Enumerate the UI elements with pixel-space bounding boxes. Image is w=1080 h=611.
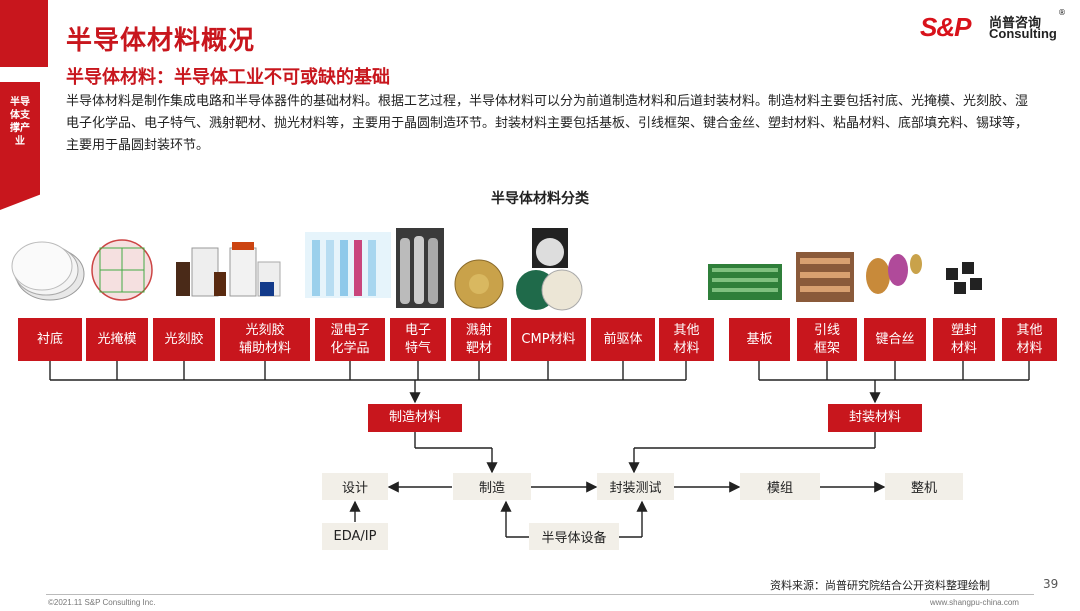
flow-module: 模组	[740, 473, 820, 500]
page-number: 39	[1043, 577, 1059, 591]
material-photomask: 光掩模	[86, 318, 148, 361]
material-bonding-wire: 键合丝	[864, 318, 926, 361]
material-substrate: 衬底	[18, 318, 82, 361]
material-lead-frame: 引线 框架	[797, 318, 857, 361]
photoresist-aux-bottles-image	[229, 242, 281, 297]
electronic-gas-cylinders-image	[396, 228, 444, 308]
photomask-image	[91, 239, 153, 301]
material-precursor: 前驱体	[591, 318, 655, 361]
wet-chemicals-image	[305, 232, 391, 298]
substrate-wafer-image	[11, 241, 85, 301]
material-package-substrate: 基板	[729, 318, 790, 361]
bonding-wire-image	[866, 254, 922, 294]
logo-mark: S&P	[920, 12, 971, 42]
intro-paragraph: 半导体材料是制作集成电路和半导体器件的基础材料。根据工艺过程，半导体材料可以分为…	[66, 94, 1029, 153]
side-section-tab	[0, 82, 40, 210]
molding-compound-image	[946, 262, 982, 294]
page-subtitle: 半导体材料：半导体工业不可或缺的基础	[66, 67, 390, 88]
material-photoresist: 光刻胶	[153, 318, 215, 361]
flow-eda-ip: EDA/IP	[322, 523, 388, 550]
cmp-materials-image	[516, 228, 583, 311]
material-other-packaging: 其他 材料	[1002, 318, 1057, 361]
photoresist-bottles-image	[176, 247, 226, 297]
material-wet-chemicals: 湿电子 化学品	[315, 318, 385, 361]
group-manufacturing-materials: 制造材料	[368, 404, 462, 432]
logo-english-name: Consulting	[989, 26, 1057, 41]
footer-divider	[46, 594, 1034, 595]
flow-design: 设计	[322, 473, 388, 500]
material-electronic-gas: 电子 特气	[390, 318, 446, 361]
flow-semiconductor-equipment: 半导体设备	[529, 523, 619, 550]
material-sputter-target: 溅射 靶材	[451, 318, 507, 361]
website-text: www.shangpu-china.com	[930, 598, 1019, 607]
package-substrate-image	[708, 264, 782, 300]
source-note: 资料来源：尚普研究院结合公开资料整理绘制	[770, 579, 990, 592]
flow-complete-machine: 整机	[885, 473, 963, 500]
logo-registered-mark: ®	[1058, 8, 1066, 17]
material-cmp: CMP材料	[511, 318, 586, 361]
copyright-text: ©2021.11 S&P Consulting Inc.	[48, 598, 156, 607]
flow-packaging-test: 封装测试	[597, 473, 674, 500]
header-accent-bar	[0, 0, 48, 67]
lead-frame-image	[796, 252, 854, 302]
page-title: 半导体材料概况	[66, 26, 256, 56]
logo-chinese-name: 尚普咨询	[989, 16, 1042, 31]
material-other-manufacturing: 其他 材料	[659, 318, 714, 361]
flow-manufacturing: 制造	[453, 473, 531, 500]
diagram-title: 半导体材料分类	[491, 191, 589, 207]
material-molding: 塑封 材料	[933, 318, 995, 361]
material-photoresist-aux: 光刻胶 辅助材料	[220, 318, 310, 361]
group-packaging-materials: 封装材料	[828, 404, 922, 432]
sputtering-target-image	[454, 259, 504, 309]
side-section-label: 半导体支撑产业	[10, 97, 30, 147]
